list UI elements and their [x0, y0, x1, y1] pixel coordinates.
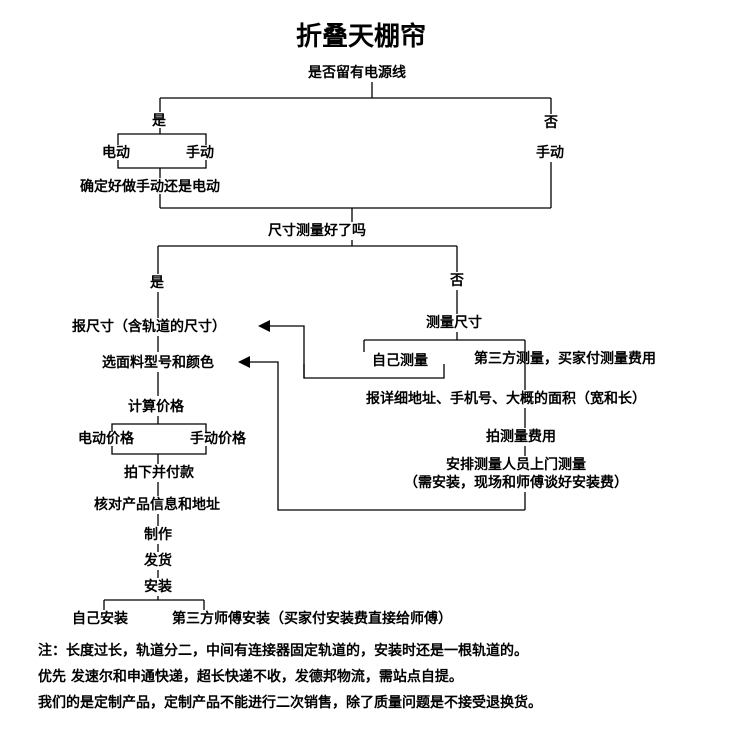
manual-price: 手动价格	[190, 431, 246, 447]
note-line-2: 优先 发速尔和申通快递，超长快递不收，发德邦物流，需站点自提。	[38, 669, 463, 685]
note-line-3: 我们的是定制产品，定制产品不能进行二次销售，除了质量问题是不接受退换货。	[38, 695, 542, 711]
yes-label: 是	[152, 113, 166, 129]
manual-no-option: 手动	[536, 145, 564, 161]
self-measure-option: 自己测量	[372, 353, 428, 369]
pay-measure-step: 拍测量费用	[486, 429, 556, 445]
order-pay-step: 拍下并付款	[124, 465, 194, 481]
connector	[117, 160, 207, 169]
power-question: 是否留有电源线	[308, 65, 406, 81]
install-step: 安装	[144, 579, 172, 595]
connector	[266, 325, 305, 378]
connector	[111, 446, 207, 455]
report-size-step: 报尺寸（含轨道的尺寸）	[72, 319, 226, 335]
connector	[246, 361, 525, 511]
verify-step: 核对产品信息和地址	[94, 497, 220, 513]
arrange-note: （需安装，现场和师傅谈好安装费）	[404, 475, 628, 491]
ship-step: 发货	[144, 553, 172, 569]
electric-option: 电动	[102, 145, 130, 161]
make-step: 制作	[144, 527, 172, 543]
electric-price: 电动价格	[78, 431, 134, 447]
no-label: 否	[544, 115, 558, 131]
no2-label: 否	[450, 273, 464, 289]
third-install-option: 第三方师傅安装（买家付安装费直接给师傅）	[172, 611, 452, 627]
arrow-head	[258, 320, 270, 332]
connector	[111, 423, 207, 432]
note-line-1: 注：长度过长，轨道分二，中间有连接器固定轨道的，安装时还是一根轨道的。	[38, 643, 528, 659]
third-measure-option: 第三方测量，买家付测量费用	[474, 351, 656, 367]
manual-option: 手动	[186, 145, 214, 161]
connector	[117, 133, 207, 145]
page-title: 折叠天棚帘	[296, 22, 427, 52]
choose-model-step: 选面料型号和颜色	[102, 355, 214, 371]
arrow-head	[238, 356, 250, 368]
arrange-step: 安排测量人员上门测量	[446, 457, 586, 473]
decide-step: 确定好做手动还是电动	[80, 179, 220, 195]
measure-step: 测量尺寸	[426, 315, 482, 331]
measure-question: 尺寸测量好了吗	[268, 223, 366, 239]
calc-price-step: 计算价格	[128, 399, 184, 415]
report-address-step: 报详细地址、手机号、大概的面积（宽和长）	[366, 391, 646, 407]
self-install-option: 自己安装	[72, 611, 128, 627]
yes2-label: 是	[150, 275, 164, 291]
